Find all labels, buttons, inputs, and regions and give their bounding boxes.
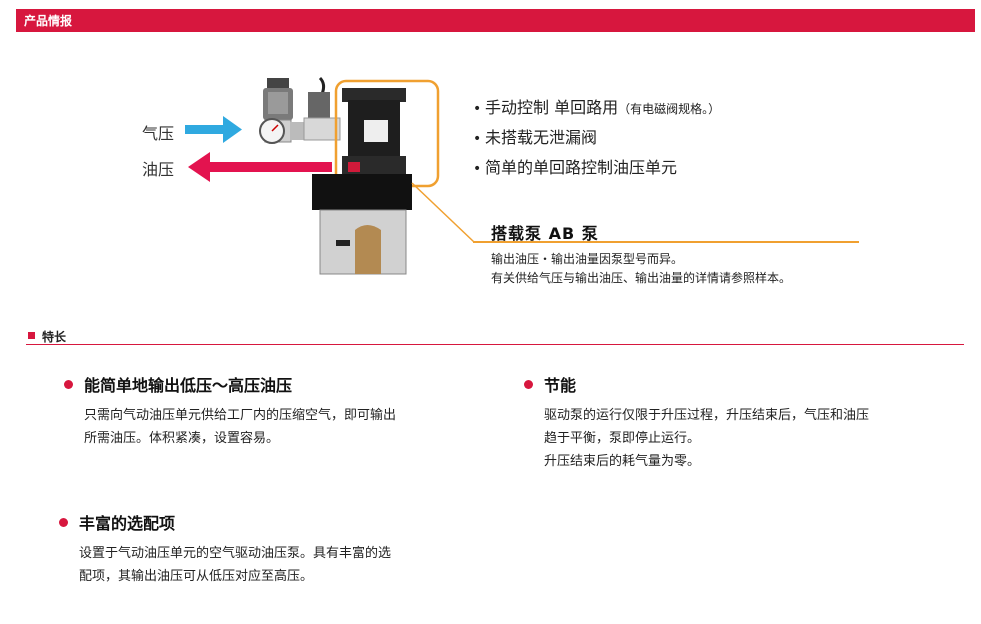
- product-figure: 气压 油压: [130, 70, 450, 285]
- feature-item: 能简单地输出低压～高压油压 只需向气动油压单元供给工厂内的压缩空气，即可输出 所…: [64, 376, 396, 450]
- pump-description: 输出油压・输出油量因泵型号而异。 有关供给气压与输出油压、输出油量的详情请参照样…: [491, 250, 791, 288]
- bullet-note: （有电磁阀规格。）: [618, 102, 721, 116]
- section-header-bar: 产品情报: [16, 9, 975, 32]
- pump-desc-line: 有关供给气压与输出油压、输出油量的详情请参照样本。: [491, 271, 792, 285]
- solenoid-valve-icon: [303, 76, 341, 141]
- feature-item: 节能 驱动泵的运行仅限于升压过程，升压结束后，气压和油压 趋于平衡，泵即停止运行…: [524, 376, 869, 473]
- pump-icon: [342, 88, 406, 186]
- pump-desc-line: 输出油压・输出油量因泵型号而异。: [491, 252, 684, 266]
- feature-line: 配项，其输出油压可从低压对应至高压。: [79, 569, 314, 584]
- features-section-header: 特长: [26, 328, 964, 345]
- bullet-text: 手动控制 单回路用: [485, 98, 619, 117]
- feature-line: 只需向气动油压单元供给工厂内的压缩空气，即可输出: [84, 408, 397, 423]
- feature-title: 能简单地输出低压～高压油压: [64, 376, 396, 400]
- bullet-text: 未搭载无泄漏阀: [485, 128, 598, 147]
- oil-arrow-icon: [188, 152, 332, 182]
- red-bullet-icon: [524, 380, 533, 389]
- bullet-text: 简单的单回路控制油压单元: [485, 158, 678, 177]
- spec-bullet-list: •手动控制 单回路用（有电磁阀规格。） •未搭载无泄漏阀 •简单的单回路控制油压…: [473, 96, 720, 186]
- feature-line: 设置于气动油压单元的空气驱动油压泵。具有丰富的选: [79, 546, 392, 561]
- bullet-dot-icon: •: [473, 101, 482, 117]
- bullet-dot-icon: •: [473, 131, 482, 147]
- bullet-dot-icon: •: [473, 161, 482, 177]
- feature-description: 设置于气动油压单元的空气驱动油压泵。具有丰富的选 配项，其输出油压可从低压对应至…: [79, 542, 391, 588]
- feature-line: 驱动泵的运行仅限于升压过程，升压结束后，气压和油压: [544, 408, 870, 423]
- feature-title: 节能: [524, 376, 869, 400]
- feature-description: 只需向气动油压单元供给工厂内的压缩空气，即可输出 所需油压。体积紧凑，设置容易。: [84, 404, 396, 450]
- pump-title: 搭载泵 AB 泵: [491, 224, 599, 243]
- feature-line: 趋于平衡，泵即停止运行。: [544, 431, 701, 446]
- spec-bullet: •简单的单回路控制油压单元: [473, 156, 720, 186]
- feature-description: 驱动泵的运行仅限于升压过程，升压结束后，气压和油压 趋于平衡，泵即停止运行。 升…: [544, 404, 869, 473]
- spec-bullet: •手动控制 单回路用（有电磁阀规格。）: [473, 96, 720, 126]
- section-square-icon: [28, 332, 35, 339]
- air-pressure-label: 气压: [142, 124, 175, 143]
- air-arrow-icon: [185, 116, 242, 143]
- red-bullet-icon: [59, 518, 68, 527]
- spec-bullet: •未搭载无泄漏阀: [473, 126, 720, 156]
- features-section-title: 特长: [42, 330, 67, 344]
- oil-pressure-label: 油压: [142, 160, 175, 179]
- section-title: 产品情报: [24, 14, 73, 28]
- product-illustration: [185, 76, 440, 275]
- feature-line: 升压结束后的耗气量为零。: [544, 454, 701, 469]
- feature-item: 丰富的选配项 设置于气动油压单元的空气驱动油压泵。具有丰富的选 配项，其输出油压…: [59, 514, 391, 588]
- pump-title-underline: [473, 241, 859, 243]
- oil-tank-icon: [312, 174, 412, 275]
- feature-title: 丰富的选配项: [59, 514, 391, 538]
- filter-regulator-icon: [259, 78, 304, 144]
- feature-line: 所需油压。体积紧凑，设置容易。: [84, 431, 280, 446]
- red-bullet-icon: [64, 380, 73, 389]
